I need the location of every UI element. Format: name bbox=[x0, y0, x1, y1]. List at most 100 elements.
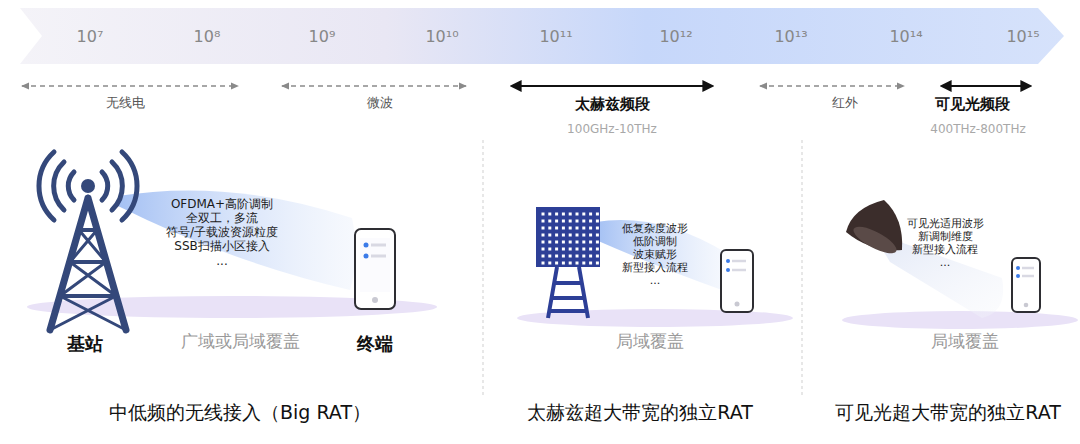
feature-line: 新型接入流程 bbox=[622, 261, 688, 274]
feature-line: 全双工，多流 bbox=[166, 211, 278, 225]
radio-beam bbox=[118, 190, 356, 290]
antenna-element bbox=[596, 227, 599, 230]
antenna-element bbox=[596, 234, 599, 237]
antenna-element bbox=[582, 234, 585, 237]
frequency-tick: 10¹⁵ bbox=[1006, 27, 1039, 46]
band-range: 100GHz-10THz bbox=[567, 122, 657, 136]
antenna-element bbox=[569, 262, 572, 265]
antenna-element bbox=[582, 213, 585, 216]
antenna-element bbox=[582, 248, 585, 251]
antenna-element bbox=[596, 241, 599, 244]
antenna-element bbox=[582, 227, 585, 230]
antenna-element bbox=[569, 248, 572, 251]
antenna-element bbox=[548, 227, 551, 230]
beam-text-block: 低复杂度波形低阶调制波束赋形新型接入流程... bbox=[618, 221, 692, 290]
base-station-tower bbox=[39, 152, 137, 330]
antenna-element bbox=[562, 248, 565, 251]
frequency-tick: 10¹² bbox=[659, 27, 692, 46]
frequency-tick: 10⁸ bbox=[194, 27, 221, 46]
antenna-element bbox=[596, 248, 599, 251]
antenna-element bbox=[555, 248, 558, 251]
antenna-element bbox=[576, 213, 579, 216]
frequency-tick: 10⁹ bbox=[309, 27, 336, 46]
antenna-element bbox=[548, 255, 551, 258]
feature-line: OFDMA+高阶调制 bbox=[166, 197, 278, 211]
antenna-element bbox=[548, 248, 551, 251]
antenna-element bbox=[596, 255, 599, 258]
frequency-tick: 10¹⁰ bbox=[425, 27, 458, 46]
antenna-element bbox=[548, 234, 551, 237]
antenna-element bbox=[548, 262, 551, 265]
feature-line: 符号/子载波资源粒度 bbox=[166, 225, 278, 239]
antenna-element bbox=[562, 241, 565, 244]
band-name: 微波 bbox=[367, 95, 393, 111]
antenna-element bbox=[555, 241, 558, 244]
antenna-element bbox=[589, 255, 592, 258]
antenna-element bbox=[562, 227, 565, 230]
antenna-element bbox=[569, 234, 572, 237]
antenna-element bbox=[555, 213, 558, 216]
antenna-element bbox=[589, 262, 592, 265]
antenna-element bbox=[542, 262, 545, 265]
antenna-element bbox=[542, 248, 545, 251]
feature-line: 低复杂度波形 bbox=[622, 223, 688, 236]
feature-line: 低阶调制 bbox=[622, 236, 688, 249]
antenna-element bbox=[589, 213, 592, 216]
antenna-element bbox=[542, 234, 545, 237]
antenna-element bbox=[548, 213, 551, 216]
terminal-phone bbox=[355, 229, 395, 309]
antenna-element bbox=[555, 262, 558, 265]
antenna-element bbox=[589, 234, 592, 237]
coverage-label: 局域覆盖 bbox=[931, 331, 999, 351]
antenna-element bbox=[542, 213, 545, 216]
antenna-element bbox=[596, 213, 599, 216]
antenna-element bbox=[576, 227, 579, 230]
band-range: 400THz-800THz bbox=[930, 122, 1025, 136]
antenna-element bbox=[548, 241, 551, 244]
frequency-tick: 10¹¹ bbox=[539, 27, 572, 46]
antenna-element bbox=[569, 255, 572, 258]
antenna-element bbox=[562, 262, 565, 265]
antenna-element bbox=[576, 255, 579, 258]
separator bbox=[483, 140, 802, 395]
device-label: 基站 bbox=[67, 333, 103, 355]
beam-text-block: OFDMA+高阶调制全双工，多流符号/子载波资源粒度SSB扫描小区接入... bbox=[162, 195, 282, 270]
antenna-element bbox=[576, 234, 579, 237]
frequency-tick: 10⁷ bbox=[77, 27, 104, 46]
antenna-element bbox=[562, 220, 565, 223]
feature-line: SSB扫描小区接入 bbox=[166, 239, 278, 253]
caption: 太赫兹超大带宽的独立RAT bbox=[527, 401, 753, 424]
antenna-element bbox=[569, 220, 572, 223]
thz-beam bbox=[596, 220, 729, 290]
antenna-element bbox=[569, 227, 572, 230]
antenna-element bbox=[582, 262, 585, 265]
band-name: 可见光频段 bbox=[935, 95, 1010, 113]
antenna-element bbox=[555, 255, 558, 258]
antenna-element bbox=[542, 241, 545, 244]
antenna-element bbox=[589, 241, 592, 244]
terminal-phone bbox=[721, 250, 753, 312]
antenna-element bbox=[569, 241, 572, 244]
band-name: 红外 bbox=[832, 95, 858, 111]
antenna-element bbox=[562, 255, 565, 258]
antenna-element bbox=[555, 234, 558, 237]
coverage-label: 局域覆盖 bbox=[616, 331, 684, 351]
antenna-element bbox=[548, 220, 551, 223]
feature-line: 可见光适用波形 bbox=[907, 218, 984, 231]
feature-line: 新调制维度 bbox=[907, 231, 984, 244]
antenna-element bbox=[576, 241, 579, 244]
device-label: 终端 bbox=[357, 333, 393, 355]
antenna-element bbox=[542, 220, 545, 223]
visible-light-lamp bbox=[846, 200, 902, 258]
antenna-element bbox=[555, 227, 558, 230]
caption: 可见光超大带宽的独立RAT bbox=[835, 401, 1061, 424]
beam-text-block: 可见光适用波形新调制维度新型接入流程... bbox=[903, 216, 988, 272]
feature-line: 新型接入流程 bbox=[907, 244, 984, 257]
caption: 中低频的无线接入（Big RAT） bbox=[109, 401, 371, 424]
antenna-element bbox=[582, 255, 585, 258]
frequency-tick: 10¹⁴ bbox=[889, 27, 922, 46]
antenna-element bbox=[589, 248, 592, 251]
antenna-element bbox=[576, 248, 579, 251]
antenna-element bbox=[576, 262, 579, 265]
